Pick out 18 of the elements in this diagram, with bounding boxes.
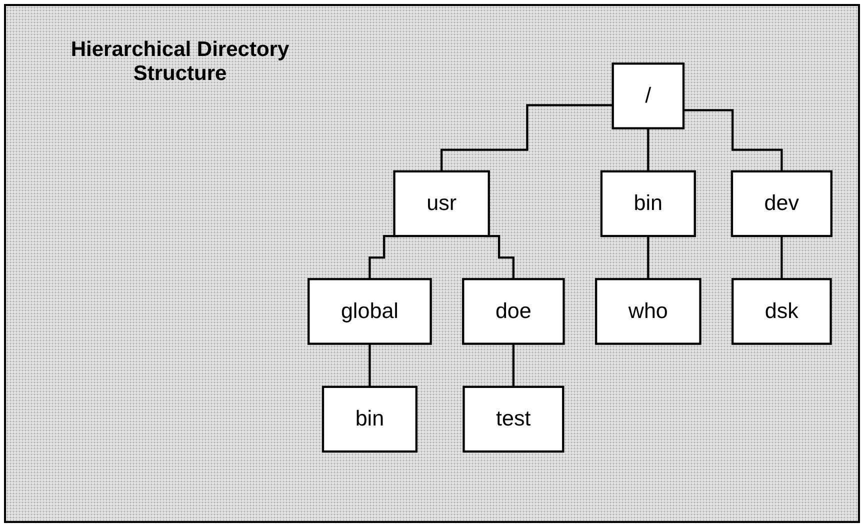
connector — [780, 235, 783, 281]
connector — [683, 110, 783, 173]
node-box: / — [612, 62, 685, 130]
diagram-title: Hierarchical Directory Structure — [70, 38, 290, 86]
connector — [647, 235, 650, 281]
node-box: bin — [322, 386, 418, 454]
node-box: doe — [462, 278, 565, 346]
node-box: global — [308, 278, 432, 346]
node-box: dsk — [732, 278, 832, 346]
connector — [647, 128, 650, 173]
node-box: test — [462, 386, 564, 454]
node-box: dev — [730, 170, 832, 238]
node-box: bin — [600, 170, 696, 238]
node-box: usr — [393, 170, 490, 238]
connector — [440, 104, 613, 173]
connector — [368, 343, 371, 388]
connector — [512, 343, 514, 388]
node-box: who — [594, 278, 702, 346]
